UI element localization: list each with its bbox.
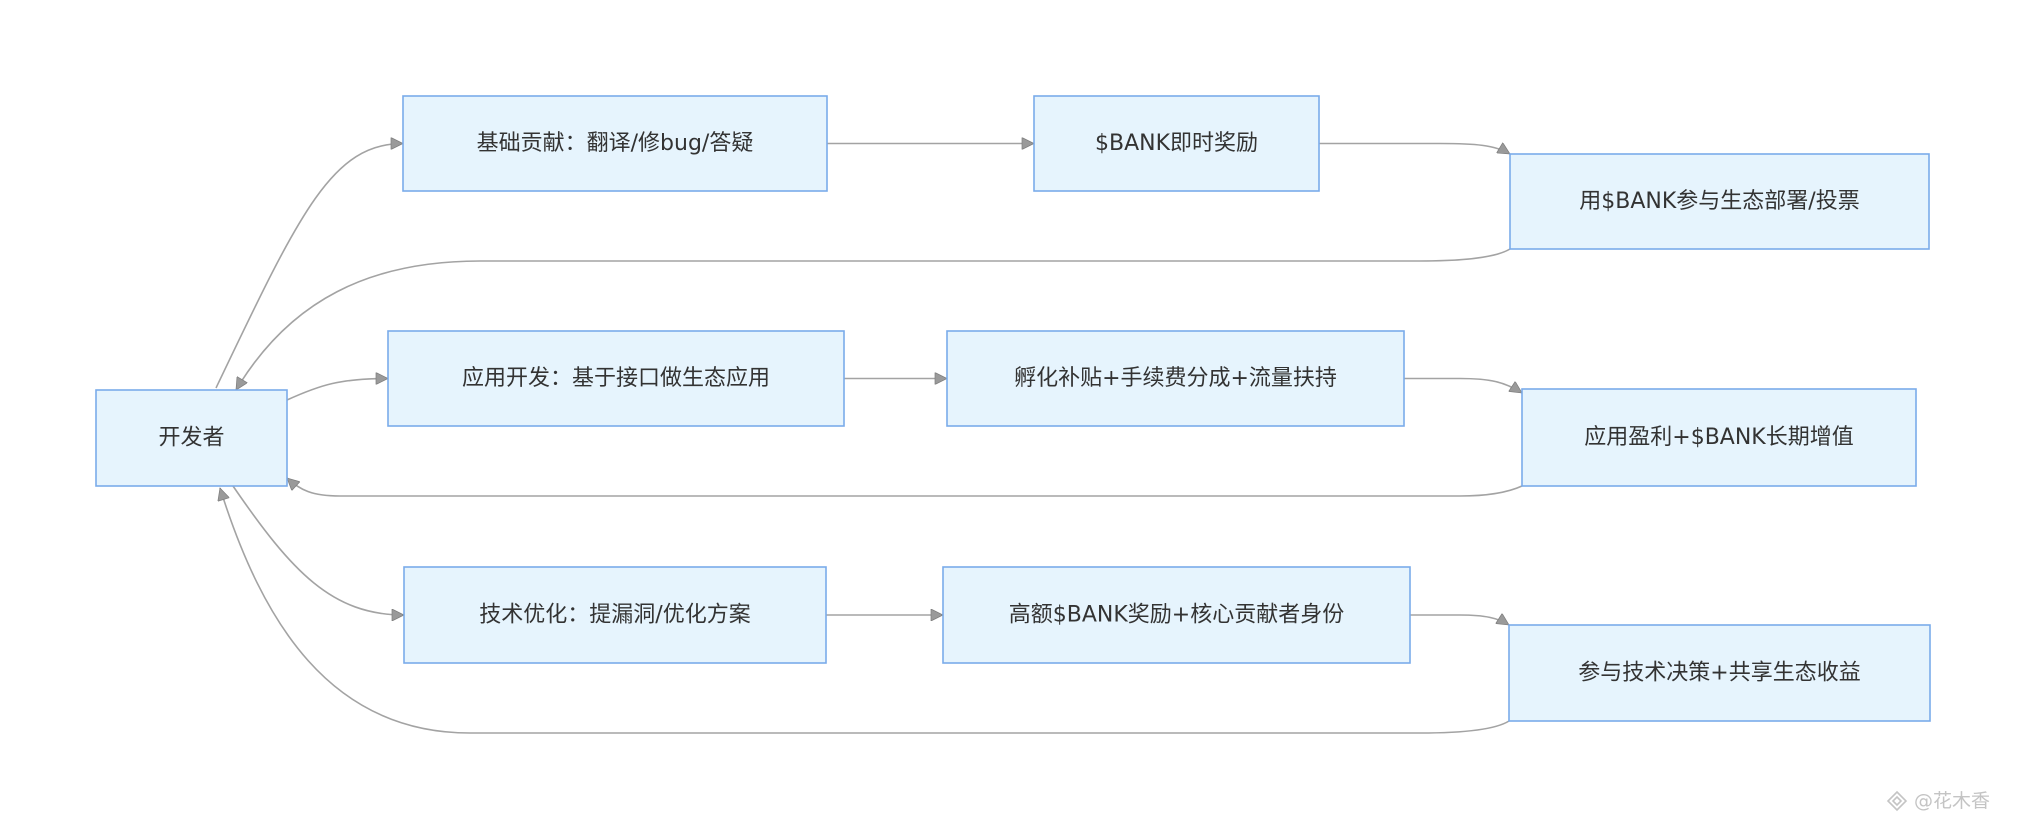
node-label: 基础贡献：翻译/修bug/答疑 (477, 131, 754, 156)
node-tech-decision: 参与技术决策+共享生态收益 (1508, 624, 1931, 722)
node-label: $BANK即时奖励 (1095, 131, 1258, 156)
node-label: 用$BANK参与生态部署/投票 (1579, 189, 1859, 214)
watermark-text: @花木香 (1914, 790, 1990, 812)
node-app-development: 应用开发：基于接口做生态应用 (387, 330, 845, 427)
node-box (95, 389, 288, 487)
edge-high-reward-to-tech-decision (1410, 615, 1509, 626)
node-basic-contribution: 基础贡献：翻译/修bug/答疑 (402, 95, 828, 192)
node-box (403, 566, 827, 664)
node-developer: 开发者 (95, 389, 288, 487)
node-box (402, 95, 828, 192)
node-box (946, 330, 1405, 427)
watermark: @花木香 (1886, 790, 1990, 812)
node-ecosystem-participation: 用$BANK参与生态部署/投票 (1509, 153, 1930, 250)
node-box (1521, 388, 1917, 487)
node-label: 技术优化：提漏洞/优化方案 (479, 603, 750, 628)
edge-app-profit-to-developer (287, 477, 1523, 497)
node-app-profit: 应用盈利+$BANK长期增值 (1521, 388, 1917, 487)
node-label: 高额$BANK奖励+核心贡献者身份 (1009, 603, 1344, 628)
edge-ecosystem-participation-to-developer (235, 248, 1511, 390)
node-box (1509, 153, 1930, 250)
node-high-reward: 高额$BANK奖励+核心贡献者身份 (942, 566, 1411, 664)
node-instant-reward: $BANK即时奖励 (1033, 95, 1320, 192)
edge-developer-to-app-development (286, 379, 388, 401)
edges (215, 144, 1523, 734)
edge-developer-to-basic-contribution (215, 144, 403, 389)
node-box (387, 330, 845, 427)
node-label: 开发者 (158, 426, 224, 451)
node-incubation-support: 孵化补贴+手续费分成+流量扶持 (946, 330, 1405, 427)
edge-tech-decision-to-developer (220, 488, 1510, 734)
node-label: 孵化补贴+手续费分成+流量扶持 (1014, 366, 1337, 391)
diamond-logo-icon (1886, 790, 1908, 812)
node-box (1033, 95, 1320, 192)
node-label: 应用开发：基于接口做生态应用 (462, 366, 770, 391)
edge-instant-reward-to-ecosystem-participation (1319, 144, 1510, 155)
node-label: 应用盈利+$BANK长期增值 (1584, 425, 1853, 450)
edge-incubation-support-to-app-profit (1404, 377, 1522, 394)
edge-developer-to-tech-optimization (232, 485, 404, 615)
node-label: 参与技术决策+共享生态收益 (1578, 661, 1860, 686)
node-box (942, 566, 1411, 664)
node-tech-optimization: 技术优化：提漏洞/优化方案 (403, 566, 827, 664)
node-box (1508, 624, 1931, 722)
